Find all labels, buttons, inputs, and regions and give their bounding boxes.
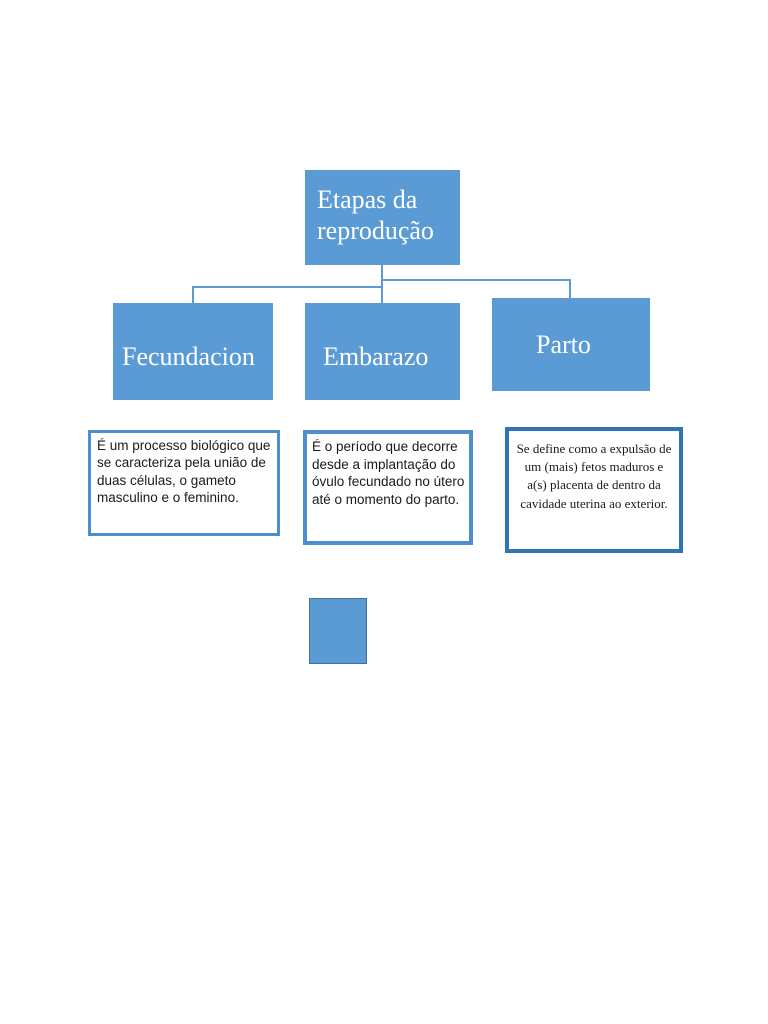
node-parto-label: Parto [536, 330, 591, 359]
node-root[interactable]: Etapas da reprodução [305, 170, 460, 265]
connector-drop-parto [569, 279, 571, 299]
node-embarazo-label: Embarazo [323, 341, 429, 371]
node-embarazo[interactable]: Embarazo [305, 303, 460, 400]
node-fecundacion-label: Fecundacion [122, 341, 255, 371]
connector-horizontal-right [381, 279, 571, 281]
connector-root-stem [381, 265, 383, 303]
node-root-label: Etapas da reprodução [317, 185, 434, 245]
description-text-embarazo: É o período que decorre desde a implanta… [312, 439, 465, 507]
description-text-parto: Se define como a expulsão de um (mais) f… [516, 441, 672, 511]
description-text-fecundacion: É um processo biológico que se caracteri… [97, 438, 271, 506]
node-parto[interactable]: Parto [492, 298, 650, 391]
description-box-parto[interactable]: Se define como a expulsão de um (mais) f… [505, 427, 683, 553]
description-box-embarazo[interactable]: É o período que decorre desde a implanta… [303, 430, 473, 545]
connector-horizontal-left [192, 286, 382, 288]
empty-blue-rectangle[interactable] [309, 598, 367, 664]
connector-drop-fecundacion [192, 286, 194, 304]
description-box-fecundacion[interactable]: É um processo biológico que se caracteri… [88, 430, 280, 536]
node-fecundacion[interactable]: Fecundacion [113, 303, 273, 400]
